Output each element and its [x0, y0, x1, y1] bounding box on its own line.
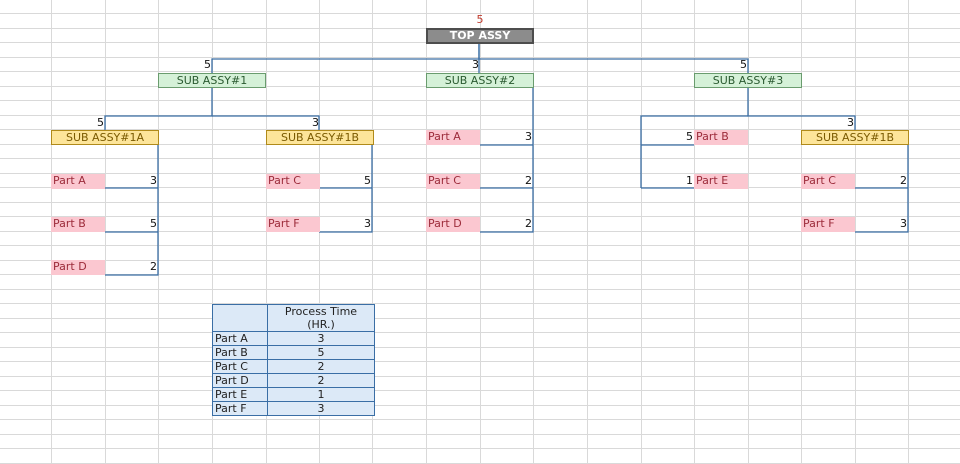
table-part-cell[interactable]: Part D	[212, 373, 268, 388]
gridline-horizontal	[0, 361, 960, 362]
table-time-cell[interactable]: 3	[267, 331, 375, 346]
sub1b-part-qty[interactable]: 5	[364, 174, 371, 187]
sub3-part-name[interactable]: Part B	[694, 130, 748, 145]
gridline-horizontal	[0, 129, 960, 130]
table-row: Part A 3	[212, 331, 375, 346]
top-assy-qty[interactable]: 5	[476, 13, 484, 26]
gridline-horizontal	[0, 405, 960, 406]
gridline-horizontal	[0, 376, 960, 377]
connector-sub1a-parts	[105, 145, 159, 276]
gridline-horizontal	[0, 71, 960, 72]
sub1-header[interactable]: SUB ASSY#1	[158, 73, 266, 88]
table-row: Part B 5	[212, 345, 375, 360]
table-row: Part C 2	[212, 359, 375, 374]
sub2-qty[interactable]: 3	[472, 58, 479, 71]
gridline-horizontal	[0, 57, 960, 58]
sub1a-qty[interactable]: 5	[97, 116, 104, 129]
gridline-horizontal	[0, 158, 960, 159]
table-time-cell[interactable]: 2	[267, 373, 375, 388]
sub3b-part-name[interactable]: Part C	[801, 174, 855, 189]
table-part-cell[interactable]: Part B	[212, 345, 268, 360]
sub1b-part-name[interactable]: Part C	[266, 174, 320, 189]
gridline-horizontal	[0, 332, 960, 333]
gridline-horizontal	[0, 419, 960, 420]
sub1b-header[interactable]: SUB ASSY#1B	[266, 130, 374, 145]
sub1a-part-name[interactable]: Part D	[51, 260, 105, 275]
sub1a-part-qty[interactable]: 3	[150, 174, 157, 187]
gridline-horizontal	[0, 434, 960, 435]
table-time-cell[interactable]: 1	[267, 387, 375, 402]
sub1b-part-qty[interactable]: 3	[364, 217, 371, 230]
process-time-table: Process Time (HR.) Part A 3 Part B 5 Par…	[212, 304, 375, 416]
sub3-header[interactable]: SUB ASSY#3	[694, 73, 802, 88]
sub3b-part-qty[interactable]: 2	[900, 174, 907, 187]
sub2-part-qty[interactable]: 3	[525, 130, 532, 143]
sub3b-header[interactable]: SUB ASSY#1B	[801, 130, 909, 145]
gridline-horizontal	[0, 115, 960, 116]
gridline-horizontal	[0, 100, 960, 101]
sub3b-part-qty[interactable]: 3	[900, 217, 907, 230]
table-row: Part E 1	[212, 387, 375, 402]
sub3-part-qty[interactable]: 1	[686, 174, 693, 187]
gridline-horizontal	[0, 318, 960, 319]
sub3b-part-name[interactable]: Part F	[801, 217, 855, 232]
table-part-cell[interactable]: Part F	[212, 401, 268, 416]
top-assy-header[interactable]: TOP ASSY	[426, 28, 534, 44]
table-row: Part F 3	[212, 401, 375, 416]
sub1a-part-qty[interactable]: 2	[150, 260, 157, 273]
sub1a-part-qty[interactable]: 5	[150, 217, 157, 230]
table-part-cell[interactable]: Part E	[212, 387, 268, 402]
sub1a-header[interactable]: SUB ASSY#1A	[51, 130, 159, 145]
connector-sub1-sub1a	[104, 88, 213, 130]
sub3-part-name[interactable]: Part E	[694, 174, 748, 189]
sub2-header[interactable]: SUB ASSY#2	[426, 73, 534, 88]
sub3-qty[interactable]: 5	[740, 58, 747, 71]
gridline-horizontal	[0, 202, 960, 203]
gridline-horizontal	[0, 173, 960, 174]
gridline-horizontal	[0, 216, 960, 217]
table-part-cell[interactable]: Part A	[212, 331, 268, 346]
sub1-qty[interactable]: 5	[204, 58, 211, 71]
gridline-horizontal	[0, 303, 960, 304]
sub3b-qty[interactable]: 3	[847, 116, 854, 129]
sub1a-part-name[interactable]: Part B	[51, 217, 105, 232]
connector-sub1b-parts	[319, 145, 373, 233]
sub3-part-qty[interactable]: 5	[686, 130, 693, 143]
sub2-part-qty[interactable]: 2	[525, 174, 532, 187]
gridline-horizontal	[0, 245, 960, 246]
table-time-cell[interactable]: 5	[267, 345, 375, 360]
table-time-cell[interactable]: 2	[267, 359, 375, 374]
sub1b-part-name[interactable]: Part F	[266, 217, 320, 232]
connector-sub3-sub3b	[747, 88, 856, 130]
process-time-header[interactable]: Process Time (HR.)	[267, 304, 375, 332]
gridline-horizontal	[0, 347, 960, 348]
gridline-horizontal	[0, 448, 960, 449]
gridline-horizontal	[0, 13, 960, 14]
sub2-part-name[interactable]: Part D	[426, 217, 480, 232]
sub1a-part-name[interactable]: Part A	[51, 174, 105, 189]
gridline-horizontal	[0, 260, 960, 261]
sub2-part-name[interactable]: Part A	[426, 130, 480, 145]
connector-sub2-parts	[480, 88, 534, 233]
table-row: Part D 2	[212, 373, 375, 388]
sub2-part-name[interactable]: Part C	[426, 174, 480, 189]
sub1b-qty[interactable]: 3	[312, 116, 319, 129]
connector-sub3b-parts	[855, 145, 909, 233]
gridline-horizontal	[0, 289, 960, 290]
connector-top-sub3	[479, 58, 749, 73]
table-corner-cell[interactable]	[212, 304, 268, 332]
table-time-cell[interactable]: 3	[267, 401, 375, 416]
sub2-part-qty[interactable]: 2	[525, 217, 532, 230]
connector-sub1-sub1b	[212, 115, 320, 130]
table-header-row: Process Time (HR.)	[212, 304, 375, 332]
connector-sub3-parts	[640, 115, 748, 188]
table-part-cell[interactable]: Part C	[212, 359, 268, 374]
gridline-horizontal	[0, 274, 960, 275]
gridline-horizontal	[0, 390, 960, 391]
